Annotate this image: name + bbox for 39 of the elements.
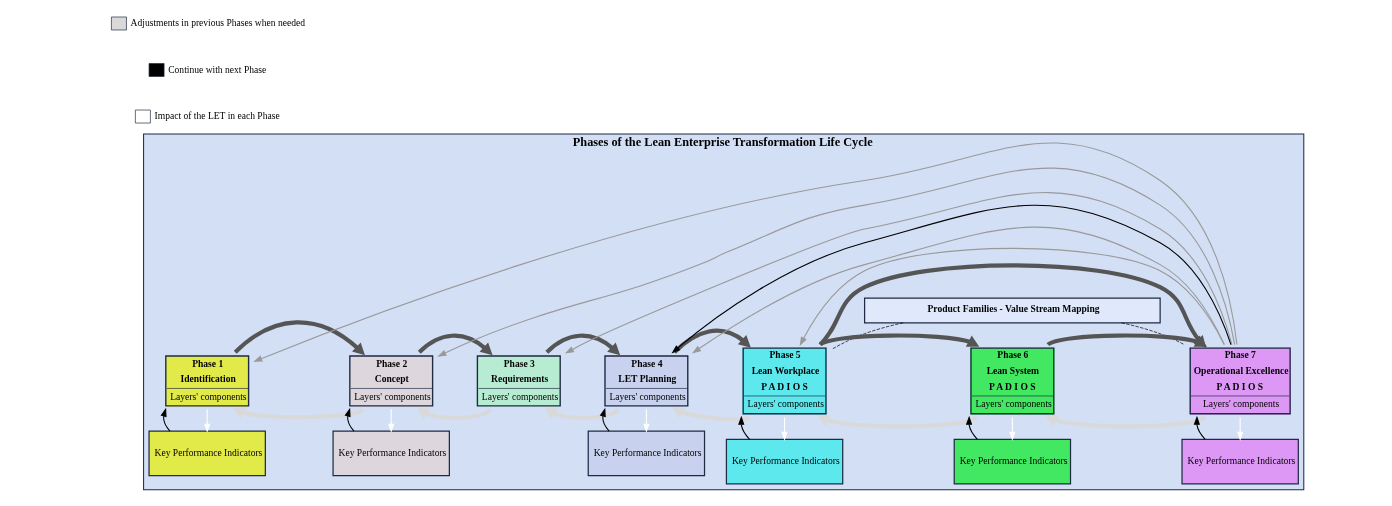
node-box: Key Performance Indicators [331,430,450,477]
arrow [1008,416,1016,441]
legend-label: Impact of the LET in each Phase [154,110,280,122]
arrow [416,407,492,420]
arrow [387,408,394,433]
arrow [544,333,620,356]
arrow [671,407,750,422]
arrow [252,142,1237,362]
arrow [965,415,978,440]
arrow [344,407,355,432]
arrow [436,167,1235,357]
connector [831,322,904,350]
arrow [160,407,170,432]
node-box: Key Performance Indicators [147,430,266,477]
legend-label: Continue with next Phase [167,63,266,75]
arrow [672,328,751,354]
node-box: Key Performance Indicators [725,438,843,485]
arrow [1193,415,1206,440]
arrow [233,320,365,356]
node-box: Key Performance Indicators [953,438,1071,485]
arrow [671,204,1231,354]
arrow [544,407,620,420]
arrow [817,415,978,429]
node-box: Key Performance Indicators [587,430,705,477]
arrow [780,416,788,441]
arrow [691,226,1225,354]
arrow [1236,416,1243,441]
connector [1120,322,1185,345]
legend-label: Adjustments in previous Phases when needed [130,17,305,29]
arrow [232,407,364,420]
arrow [564,192,1232,354]
arrow [417,333,493,356]
arrow [737,415,750,440]
arrow [642,408,650,433]
node-box: Product Families - Value Stream Mapping [863,297,1161,324]
arrow [599,407,610,432]
arrow [1044,415,1206,429]
node-box: Key Performance Indicators [1180,438,1299,485]
arrow [203,408,210,433]
